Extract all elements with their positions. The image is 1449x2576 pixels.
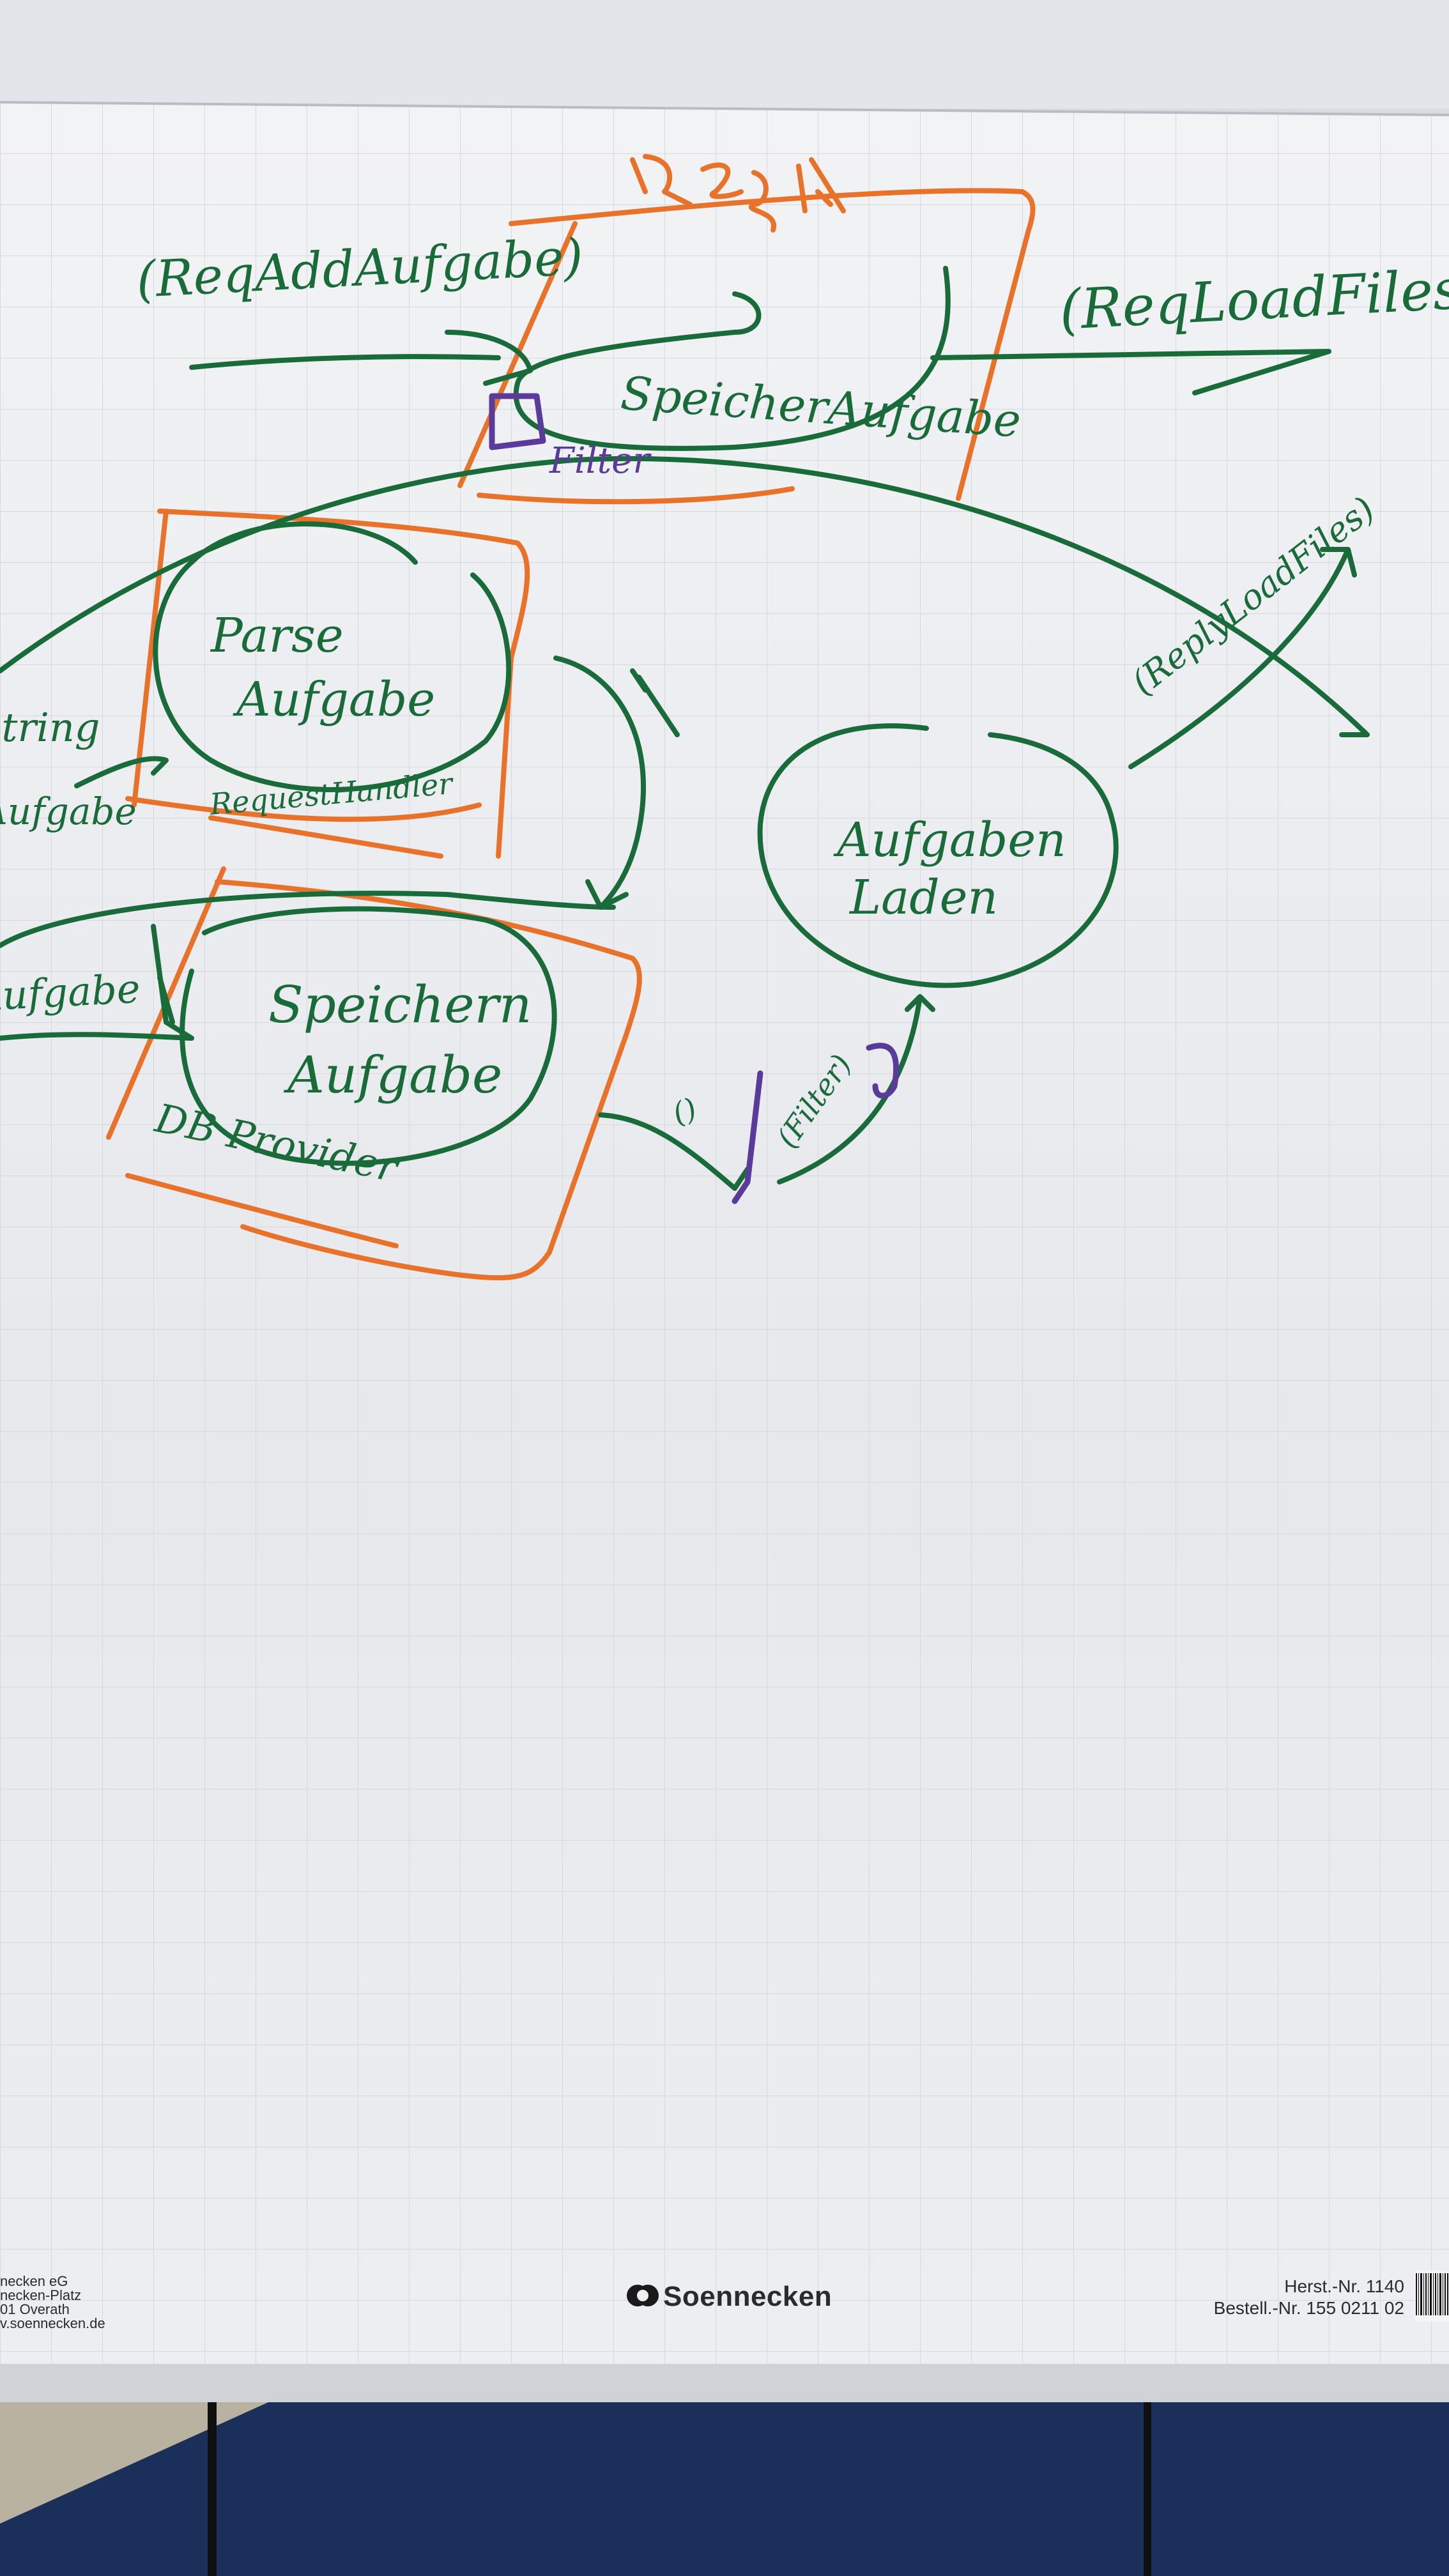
speichern-label: Speichern Aufgabe xyxy=(268,975,548,1105)
easel-bar xyxy=(0,2364,1449,2402)
imprint-line-4: v.soennecken.de xyxy=(0,2315,105,2331)
imprint-line-1: necken eG xyxy=(0,2273,68,2289)
aufgabe-left2-label: Aufgabe xyxy=(0,965,141,1021)
bestell-nr: Bestell.-Nr. 155 0211 02 xyxy=(1213,2298,1404,2318)
barcode-icon xyxy=(1414,2271,1449,2322)
floor xyxy=(0,2402,1449,2576)
filter-top-label: Filter xyxy=(549,440,652,482)
brand-name: Soennecken xyxy=(663,2281,832,2312)
aufgaben-laden-label: Aufgaben Laden xyxy=(833,813,1081,925)
imprint-line-2: necken-Platz xyxy=(0,2287,82,2303)
aufgabe-left-label: Aufgabe xyxy=(0,790,137,833)
speichern-line-1: Speichern xyxy=(268,975,532,1034)
parse-line-2: Aufgabe xyxy=(233,672,435,727)
soennecken-logo-icon xyxy=(627,2285,659,2306)
laden-line-1: Aufgaben xyxy=(833,813,1066,868)
purple-markings xyxy=(489,393,900,1204)
reg-a-label: Reg.A. xyxy=(638,161,797,216)
easel-leg-left xyxy=(208,2402,217,2576)
paper-grid xyxy=(0,102,1449,2364)
laden-line-2: Laden xyxy=(848,870,998,925)
string-label: String xyxy=(0,704,100,751)
desk-left xyxy=(0,2402,268,2524)
speichern-line-2: Aufgabe xyxy=(283,1045,502,1105)
herst-nr: Herst.-Nr. 1140 xyxy=(1284,2276,1404,2296)
back-sheet xyxy=(0,0,1449,109)
easel-leg-right xyxy=(1144,2402,1151,2576)
green-markings xyxy=(0,266,1370,1191)
imprint: necken eG necken-Platz 01 Overath v.soen… xyxy=(0,2274,105,2331)
paper-top-edge xyxy=(0,101,1449,116)
imprint-line-3: 01 Overath xyxy=(0,2301,70,2317)
parse-label: Parse Aufgabe xyxy=(210,608,435,727)
parse-line-1: Parse xyxy=(210,608,344,663)
article-numbers: Herst.-Nr. 1140 Bestell.-Nr. 155 0211 02 xyxy=(1214,2276,1404,2319)
brand: Soennecken xyxy=(626,2281,832,2313)
